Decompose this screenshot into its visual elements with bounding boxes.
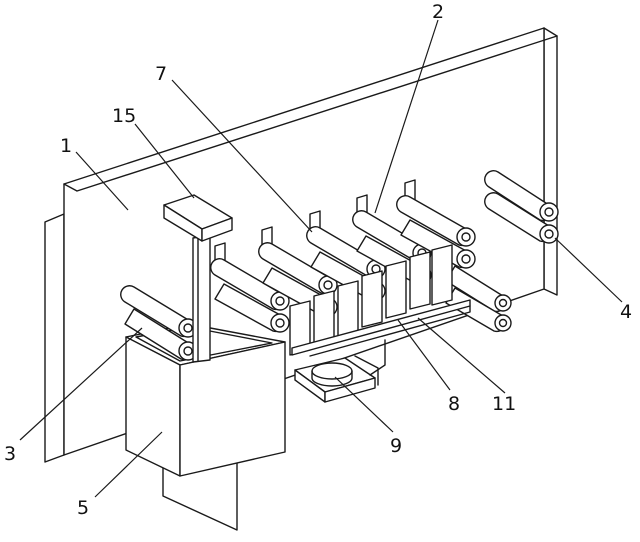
label-5: 5	[77, 497, 89, 519]
label-8: 8	[448, 393, 460, 415]
label-11: 11	[492, 393, 516, 415]
label-1: 1	[60, 135, 72, 157]
part-labels: 1 2 3 4 5 7 8 9 11 15	[4, 1, 632, 519]
label-7: 7	[155, 63, 167, 85]
label-4: 4	[620, 301, 632, 323]
clamp-blocks	[289, 244, 453, 356]
leader-lines	[19, 19, 623, 498]
label-2: 2	[432, 1, 444, 23]
motor-unit	[294, 339, 386, 403]
back-plate-edge	[44, 213, 65, 463]
frame-bar-edge	[309, 305, 471, 357]
main-plate-side	[543, 27, 558, 296]
label-15: 15	[112, 105, 136, 127]
label-3: 3	[4, 443, 16, 465]
lower-right-roller-pair	[445, 265, 512, 333]
right-roller-pair	[484, 170, 559, 244]
label-9: 9	[390, 435, 402, 457]
post-with-cap	[163, 194, 233, 363]
main-plate-top-edge	[63, 35, 558, 192]
